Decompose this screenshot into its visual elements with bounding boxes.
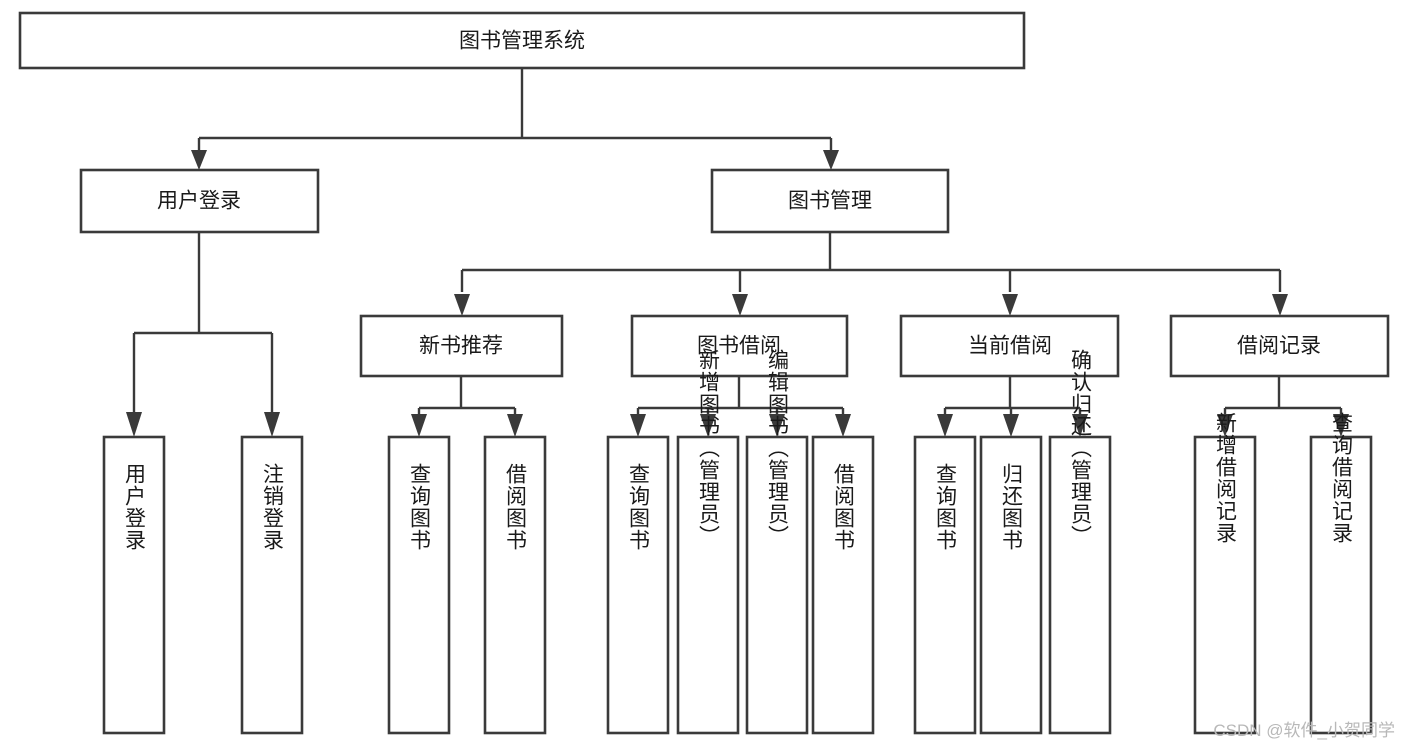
node-leaf-query-book-current[interactable]: 查询图书: [913, 435, 977, 735]
edge-layer: [126, 68, 1349, 437]
node-user-login-label: 用户登录: [157, 190, 241, 213]
node-leaf-borrow-book-box: [811, 435, 875, 735]
node-borrow-record-box: [1169, 314, 1390, 378]
node-leaf-query-book-current-box: [913, 435, 977, 735]
node-leaf-query-borrow-record[interactable]: 查询借阅记录: [1309, 412, 1373, 735]
arrowhead-to-leaf-borrow-book-recommend: [507, 414, 523, 437]
node-leaf-edit-book-admin[interactable]: 编辑图书（管理员）: [745, 349, 809, 735]
node-book-management-box: [710, 168, 950, 234]
arrowhead-to-leaf-logout-login: [264, 412, 280, 437]
arrowhead-to-leaf-edit-book-admin: [769, 414, 785, 437]
node-leaf-add-borrow-record-label: 新增借阅记录: [1214, 412, 1238, 544]
edge-root-to-level2-bus: [197, 68, 833, 158]
node-current-borrow-label: 当前借阅: [968, 335, 1052, 358]
arrowhead-to-book-management: [823, 150, 839, 170]
node-leaf-query-borrow-record-box: [1309, 435, 1373, 735]
arrowhead-to-leaf-user-login: [126, 412, 142, 437]
arrowhead-to-leaf-add-borrow-record: [1217, 414, 1233, 437]
node-leaf-query-book-borrow-label: 查询图书: [627, 463, 651, 551]
node-leaf-return-book-box: [979, 435, 1043, 735]
node-leaf-add-book-admin-label: 新增图书（管理员）: [697, 349, 721, 547]
arrowhead-to-leaf-return-book: [1003, 414, 1019, 437]
node-borrow-record-label: 借阅记录: [1237, 335, 1321, 358]
arrowhead-to-leaf-confirm-return-admin: [1072, 414, 1088, 437]
node-leaf-return-book-label: 归还图书: [1000, 463, 1024, 551]
node-leaf-logout-login[interactable]: 注销登录: [240, 435, 304, 735]
node-root[interactable]: 图书管理系统: [18, 11, 1026, 70]
arrowhead-to-leaf-borrow-book: [835, 414, 851, 437]
node-user-login-box: [79, 168, 320, 234]
node-leaf-borrow-book[interactable]: 借阅图书: [811, 435, 875, 735]
node-leaf-query-book-recommend-label: 查询图书: [408, 463, 432, 551]
arrowhead-to-leaf-query-book-current: [937, 414, 953, 437]
arrowhead-to-borrow-record: [1272, 294, 1288, 316]
node-leaf-user-login-label: 用户登录: [123, 463, 147, 551]
node-new-book-recommend[interactable]: 新书推荐: [359, 314, 564, 378]
node-leaf-return-book[interactable]: 归还图书: [979, 435, 1043, 735]
node-leaf-logout-login-box: [240, 435, 304, 735]
edge-borrowrecord-to-leaf-bus: [1223, 376, 1343, 418]
edge-bookmgmt-to-level3-bus: [460, 232, 1282, 292]
node-leaf-query-book-borrow[interactable]: 查询图书: [606, 435, 670, 735]
node-current-borrow-box: [899, 314, 1120, 378]
node-new-book-recommend-box: [359, 314, 564, 378]
node-user-login[interactable]: 用户登录: [79, 168, 320, 234]
arrowhead-to-current-borrow: [1002, 294, 1018, 316]
node-leaf-logout-login-label: 注销登录: [261, 463, 285, 551]
node-borrow-record[interactable]: 借阅记录: [1169, 314, 1390, 378]
node-root-box: [18, 11, 1026, 70]
node-leaf-query-book-borrow-box: [606, 435, 670, 735]
arrowhead-to-leaf-query-book-recommend: [411, 414, 427, 437]
node-leaf-borrow-book-recommend[interactable]: 借阅图书: [483, 435, 547, 735]
node-leaf-confirm-return-admin[interactable]: 确认归还（管理员）: [1048, 349, 1112, 735]
node-leaf-query-book-current-label: 查询图书: [934, 463, 958, 551]
node-leaf-borrow-book-label: 借阅图书: [832, 463, 856, 551]
node-leaf-add-book-admin-box: [676, 435, 740, 735]
arrowhead-to-new-book-recommend: [454, 294, 470, 316]
node-leaf-confirm-return-admin-label: 确认归还（管理员）: [1069, 349, 1093, 547]
node-leaf-add-borrow-record-box: [1193, 435, 1257, 735]
node-leaf-add-book-admin[interactable]: 新增图书（管理员）: [676, 349, 740, 735]
node-leaf-user-login[interactable]: 用户登录: [102, 435, 166, 735]
node-current-borrow[interactable]: 当前借阅: [899, 314, 1120, 378]
arrowhead-to-user-login: [191, 150, 207, 170]
node-leaf-query-book-recommend-box: [387, 435, 451, 735]
node-leaf-confirm-return-admin-box: [1048, 435, 1112, 735]
node-leaf-query-borrow-record-label: 查询借阅记录: [1330, 412, 1354, 544]
node-leaf-user-login-box: [102, 435, 166, 735]
edge-bookborrow-to-leaf-bus: [636, 376, 845, 418]
arrowhead-to-leaf-query-book-borrow: [630, 414, 646, 437]
node-leaf-edit-book-admin-label: 编辑图书（管理员）: [766, 349, 790, 547]
node-leaf-query-book-recommend[interactable]: 查询图书: [387, 435, 451, 735]
edge-newbook-to-leaf-bus: [417, 376, 517, 418]
node-leaf-borrow-book-recommend-label: 借阅图书: [504, 463, 528, 551]
edge-userlogin-to-leaf-bus: [132, 232, 274, 412]
edge-currentborrow-to-leaf-bus: [943, 376, 1082, 418]
node-book-management[interactable]: 图书管理: [710, 168, 950, 234]
arrowhead-to-leaf-add-book-admin: [700, 414, 716, 437]
node-book-borrow-box: [630, 314, 849, 378]
node-new-book-recommend-label: 新书推荐: [419, 335, 503, 358]
node-leaf-edit-book-admin-box: [745, 435, 809, 735]
arrowhead-to-leaf-query-borrow-record: [1333, 414, 1349, 437]
node-book-borrow[interactable]: 图书借阅: [630, 314, 849, 378]
node-leaf-borrow-book-recommend-box: [483, 435, 547, 735]
arrowhead-to-book-borrow: [732, 294, 748, 316]
node-book-borrow-label: 图书借阅: [697, 335, 781, 358]
node-book-management-label: 图书管理: [788, 190, 872, 213]
node-leaf-add-borrow-record[interactable]: 新增借阅记录: [1193, 412, 1257, 735]
node-root-label: 图书管理系统: [459, 30, 585, 53]
